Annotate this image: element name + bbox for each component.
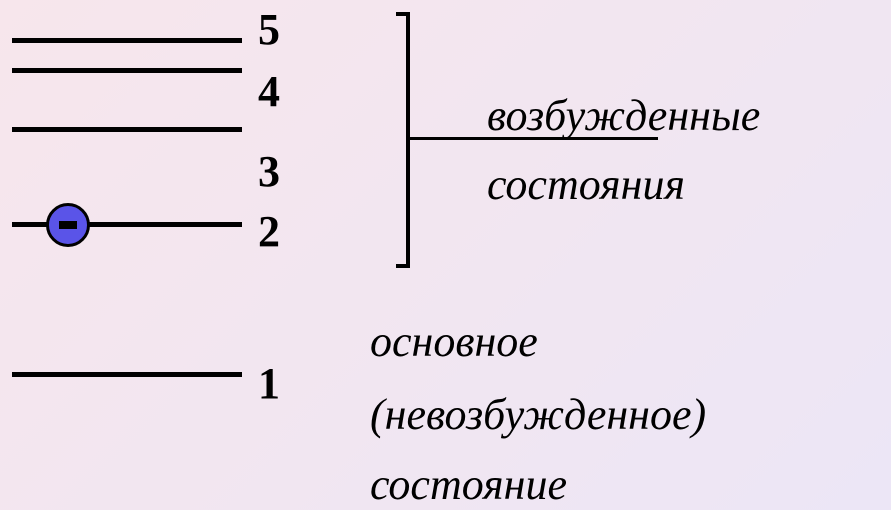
level-4-line [12, 68, 242, 73]
minus-sign-icon [59, 221, 77, 229]
level-4-label: 4 [258, 67, 280, 116]
ground-state-label-line2: (невозбужденное) [370, 390, 707, 439]
level-1-line [12, 372, 242, 377]
ground-state-label-line1: основное [370, 317, 538, 366]
level-2-label: 2 [258, 207, 280, 256]
ground-state-label-line3: состояние [370, 460, 567, 509]
level-3-line [12, 127, 242, 132]
excited-states-label-line2: состояния [487, 160, 685, 209]
excited-states-bracket [396, 12, 410, 268]
level-2-line [12, 222, 242, 227]
level-5-line [12, 38, 242, 43]
bracket-pointer-line [410, 137, 658, 140]
level-5-label: 5 [258, 5, 280, 54]
level-3-label: 3 [258, 147, 280, 196]
excited-states-label-line1: возбужденные [487, 91, 761, 140]
electron-icon [46, 203, 90, 247]
level-1-label: 1 [258, 359, 280, 408]
